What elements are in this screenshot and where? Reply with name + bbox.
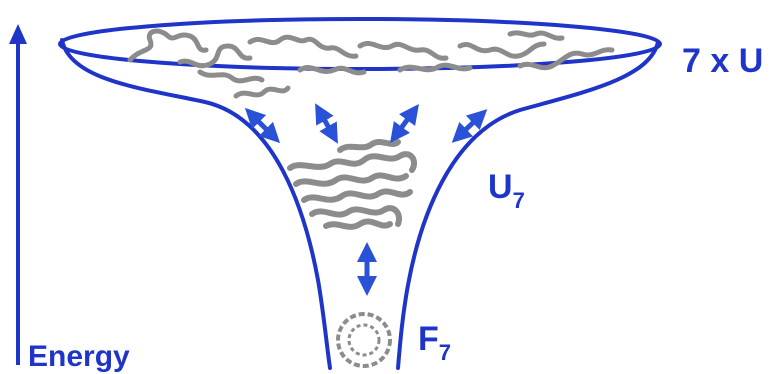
label-unfolded-many: 7 x U: [682, 42, 763, 80]
unfolded-chain: [400, 65, 470, 70]
intermediate-chains: [290, 142, 414, 227]
up-arrow-icon: [9, 24, 27, 44]
energy-axis: [9, 24, 27, 365]
unfolded-chain: [236, 88, 288, 96]
axis-label-energy: Energy: [28, 340, 130, 373]
double-headed-arrow-icon: [320, 112, 333, 135]
unfolded-chain: [200, 72, 262, 81]
unfolded-chain: [460, 44, 544, 56]
unfolded-chain: [180, 46, 250, 66]
label-unfolded-intermediate: U7: [488, 168, 525, 213]
label-unfolded-intermediate-main: U: [488, 168, 513, 206]
unfolded-chain: [510, 33, 562, 38]
folded-ring: [338, 314, 390, 366]
unfolded-chain: [360, 43, 446, 58]
label-folded: F7: [418, 320, 451, 365]
folded-structure: [338, 314, 390, 366]
label-unfolded-intermediate-sub: 7: [513, 188, 525, 213]
collapsed-chain: [304, 191, 410, 200]
folded-ring-inner: [349, 325, 379, 355]
unfolded-chain: [250, 37, 356, 56]
collapsed-chain: [296, 175, 406, 184]
collapsed-chain: [326, 221, 390, 226]
label-folded-sub: 7: [439, 340, 451, 365]
label-folded-main: F: [418, 320, 439, 358]
double-headed-arrow-icon: [396, 112, 413, 135]
collapsed-chain: [312, 208, 399, 224]
unfolded-chain: [130, 31, 206, 60]
collapsed-chain: [340, 142, 398, 150]
collapsed-chain: [290, 154, 414, 170]
